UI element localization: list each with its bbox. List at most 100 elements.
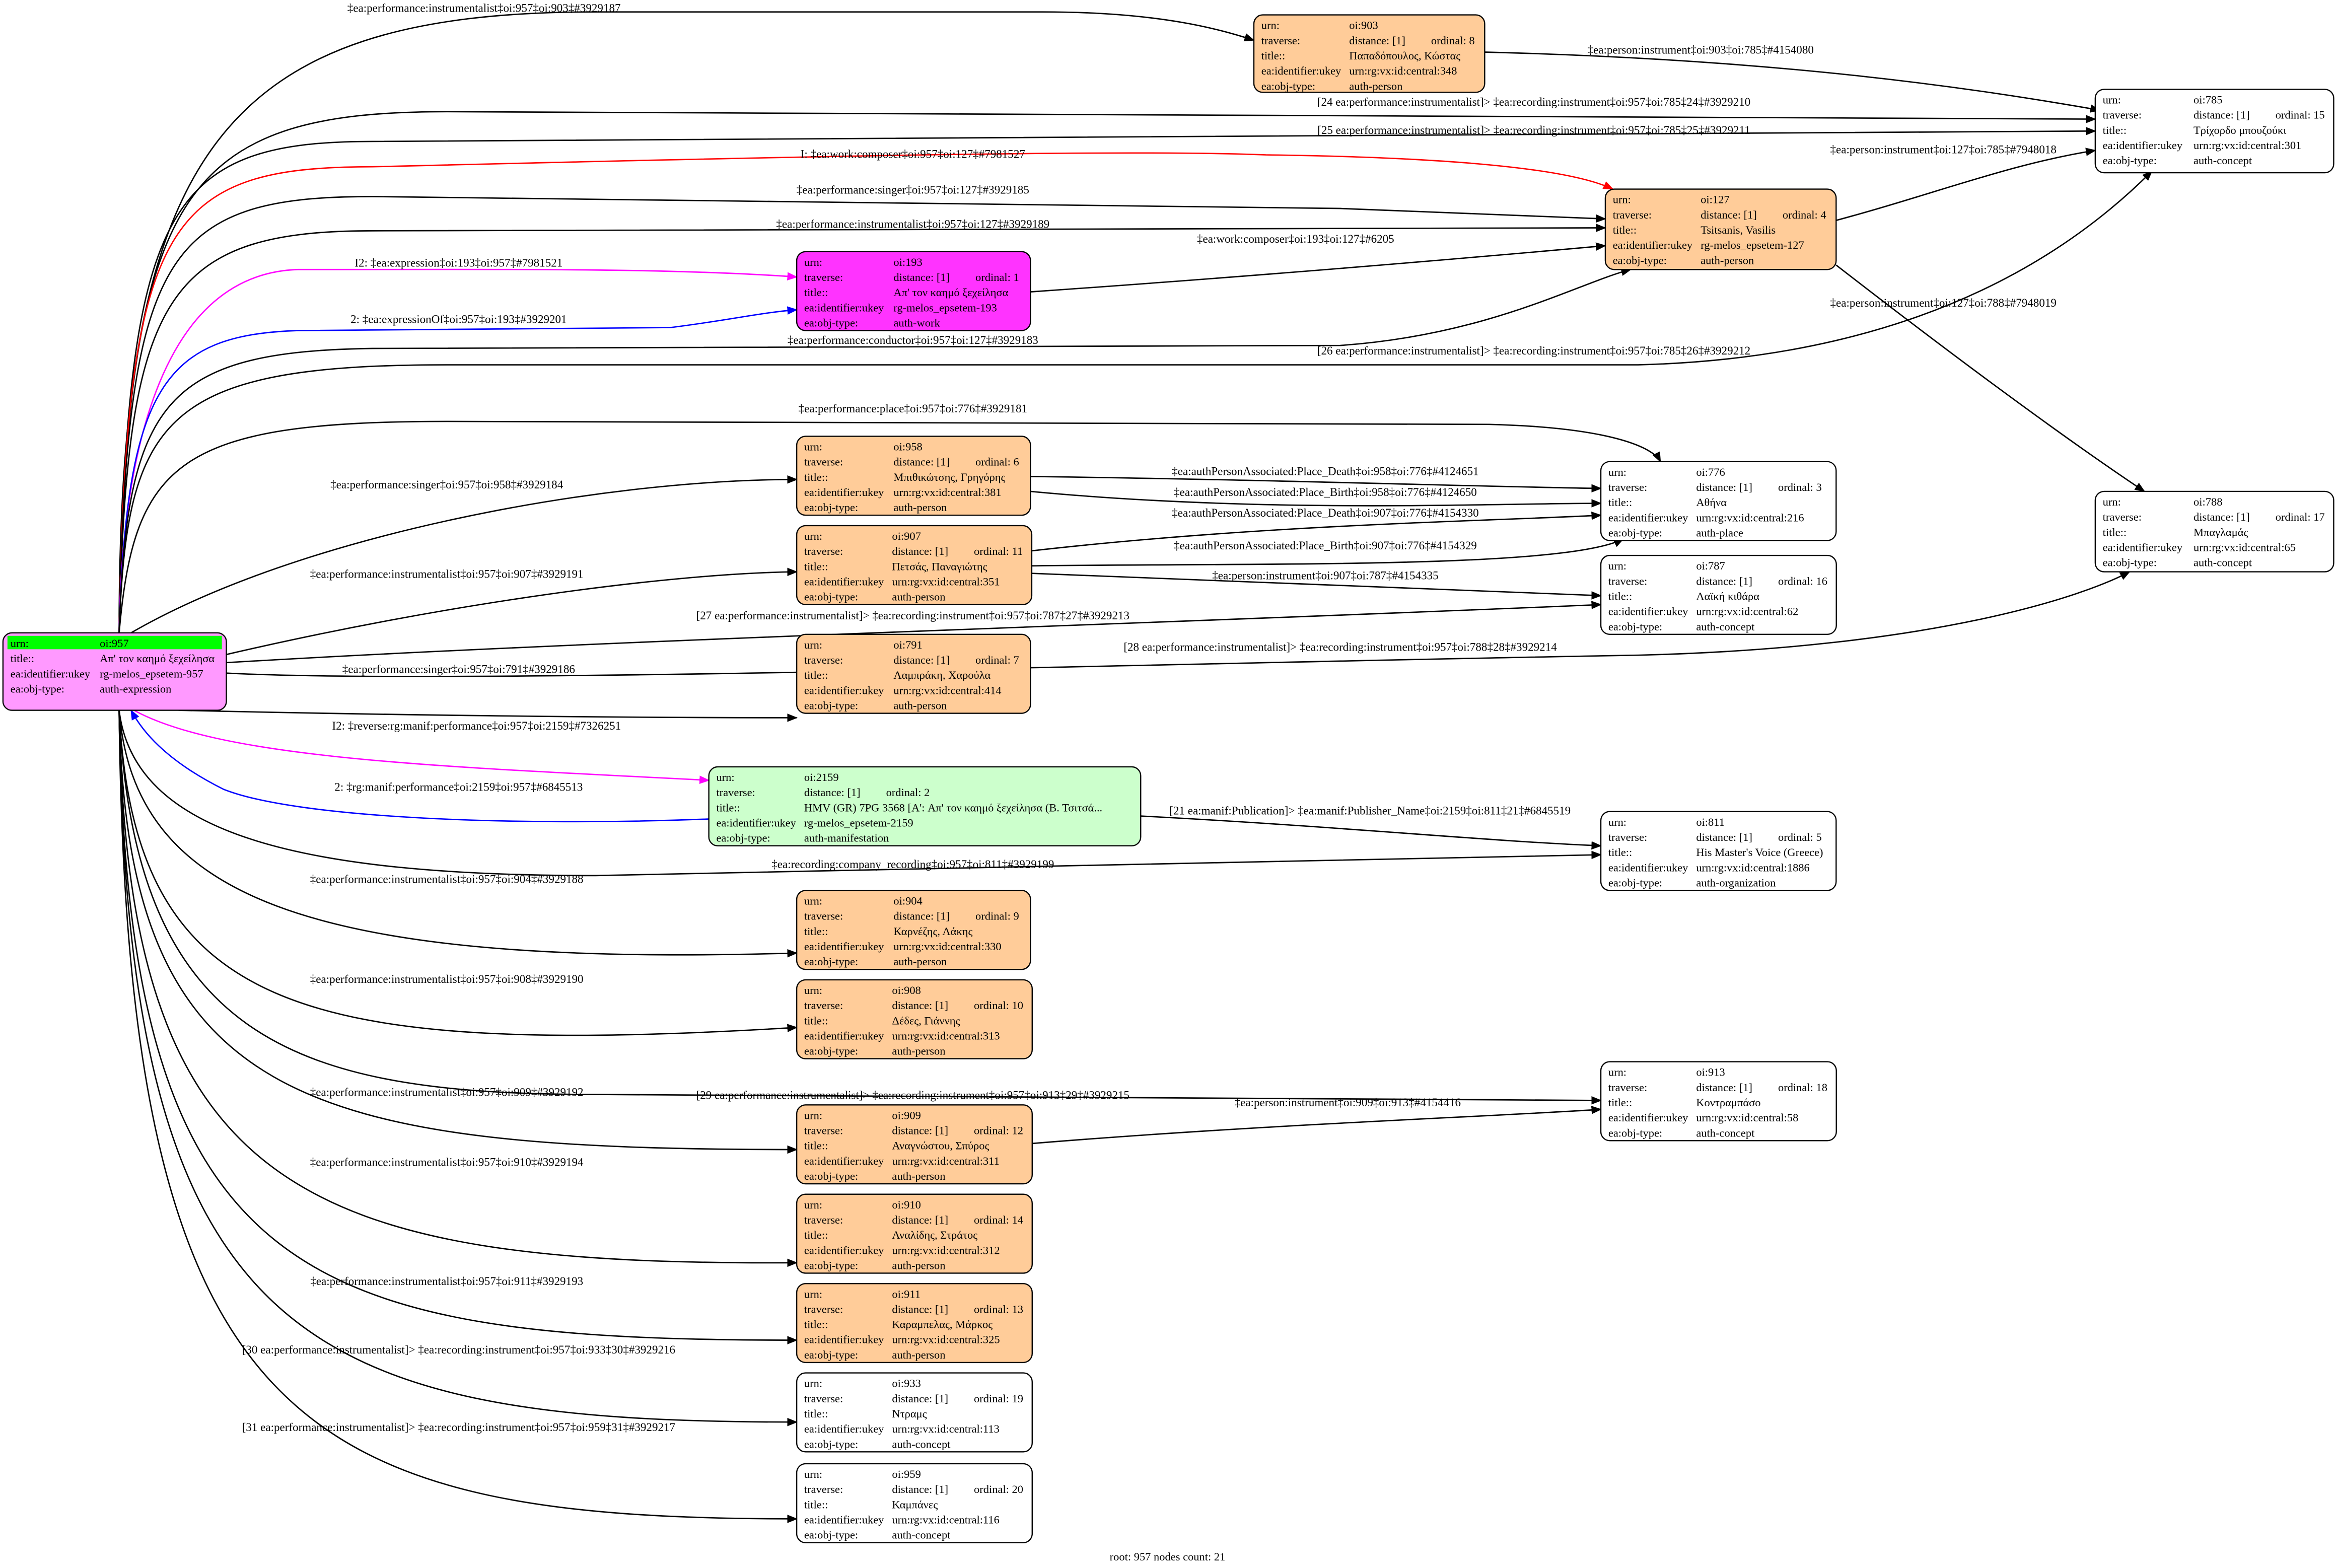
node-box[interactable] (796, 979, 1033, 1059)
urn-value: oi:911 (892, 1288, 921, 1300)
edge-label: ‡ea:person:instrument‡oi:127‡oi:785‡#794… (1830, 143, 2057, 156)
distance-value: distance: [1] (892, 1392, 948, 1405)
objtype-value: auth-person (893, 955, 947, 968)
edge-line (1030, 242, 1606, 293)
traverse-label: traverse: (804, 999, 843, 1012)
ordinal-value: ordinal: 3 (1778, 481, 1822, 493)
node-box[interactable] (1600, 554, 1837, 635)
root-urn-highlight (7, 635, 222, 650)
edge-909-913: ‡ea:person:instrument‡oi:909‡oi:913‡#415… (1030, 1096, 1602, 1145)
edge-line (1030, 490, 1602, 508)
edge-label: ‡ea:person:instrument‡oi:903‡oi:785‡#415… (1588, 43, 1814, 56)
node-box[interactable] (796, 436, 1031, 516)
node-box[interactable] (1604, 188, 1837, 270)
traverse-label: traverse: (804, 1392, 843, 1405)
edge-957-2159: I2: ‡reverse:rg:manif:performance‡oi:957… (133, 709, 710, 784)
edge-label: [26 ea:performance:instrumentalist]> ‡ea… (1317, 344, 1750, 357)
node-box[interactable] (2094, 89, 2334, 174)
ukey-label: ea:identifier:ukey (804, 1333, 884, 1346)
objtype-value: auth-concept (892, 1529, 951, 1541)
objtype-label: ea:obj-type: (2103, 154, 2157, 167)
urn-label: urn: (804, 1109, 822, 1121)
edge-957-785: [24 ea:performance:instrumentalist]> ‡ea… (118, 95, 2096, 633)
edge-line (178, 709, 798, 722)
ukey-value: urn:rg:vx:id:central:313 (892, 1029, 1000, 1042)
node-box[interactable] (796, 1104, 1033, 1185)
urn-value: oi:958 (893, 441, 922, 453)
title-value: Tsitsanis, Vasilis (1701, 224, 1776, 236)
objtype-value: auth-concept (1696, 1126, 1755, 1139)
objtype-label: ea:obj-type: (1261, 80, 1315, 92)
node-box[interactable] (796, 1193, 1033, 1274)
node-box[interactable] (796, 633, 1031, 714)
edge-193-957: I2: ‡ea:expression‡oi:193‡oi:957‡#798152… (118, 256, 798, 633)
urn-label: urn: (804, 1377, 822, 1390)
ukey-value: rg-melos_epsetem-2159 (804, 817, 913, 829)
urn-label: urn: (804, 1288, 822, 1300)
ukey-value: urn:rg:vx:id:central:351 (892, 576, 1000, 588)
traverse-label: traverse: (1608, 575, 1647, 587)
edge-957-127: ‡ea:performance:instrumentalist‡oi:957‡o… (118, 217, 1607, 633)
objtype-label: ea:obj-type: (716, 832, 770, 844)
ordinal-value: ordinal: 20 (974, 1483, 1023, 1495)
edge-957-910: ‡ea:performance:instrumentalist‡oi:957‡o… (118, 710, 798, 1267)
edge-label: ‡ea:recording:company_recording‡oi:957‡o… (771, 858, 1054, 871)
node-box[interactable] (1253, 14, 1485, 93)
urn-value: oi:957 (100, 637, 128, 650)
node-box[interactable] (796, 525, 1033, 605)
node-box[interactable] (1600, 461, 1837, 541)
ordinal-value: ordinal: 15 (2276, 109, 2325, 121)
node-box[interactable] (796, 890, 1031, 970)
edge-957-785: [26 ea:performance:instrumentalist]> ‡ea… (118, 170, 2153, 633)
edge-label: ‡ea:performance:instrumentalist‡oi:957‡o… (310, 972, 584, 985)
node-box[interactable] (796, 1372, 1033, 1453)
node-box[interactable] (1600, 1061, 1837, 1142)
edge-label: [31 ea:performance:instrumentalist]> ‡ea… (242, 1420, 675, 1434)
urn-label: urn: (804, 530, 822, 542)
objtype-label: ea:obj-type: (804, 955, 858, 968)
node-box[interactable] (796, 1282, 1033, 1364)
urn-label: urn: (2103, 495, 2121, 508)
title-label: title:: (1608, 1096, 1632, 1109)
node-box[interactable] (796, 1463, 1033, 1543)
edge-label: [24 ea:performance:instrumentalist]> ‡ea… (1317, 95, 1750, 108)
ukey-label: ea:identifier:ukey (1608, 511, 1688, 524)
title-value: Παπαδόπουλος, Κώστας (1349, 49, 1460, 62)
title-label: title:: (1613, 224, 1637, 236)
node-box[interactable] (796, 251, 1031, 331)
node-box[interactable] (1600, 811, 1837, 891)
objtype-label: ea:obj-type: (2103, 556, 2157, 569)
edge-label: I2: ‡ea:expression‡oi:193‡oi:957‡#798152… (355, 256, 562, 269)
ordinal-value: ordinal: 17 (2276, 511, 2325, 523)
edge-label: ‡ea:performance:instrumentalist‡oi:957‡o… (310, 1156, 584, 1169)
node-box[interactable] (2094, 490, 2334, 573)
objtype-value: auth-person (893, 501, 947, 514)
ukey-value: urn:rg:vx:id:central:381 (893, 486, 1001, 498)
title-value: Αναγνώστου, Σπύρος (892, 1139, 989, 1152)
node-box[interactable] (708, 766, 1142, 846)
node-box[interactable] (2, 632, 227, 711)
title-value: Μπιθικώτσης, Γρηγόρης (893, 471, 1005, 483)
edge-label: ‡ea:work:composer‡oi:193‡oi:127‡#6205 (1197, 232, 1394, 245)
